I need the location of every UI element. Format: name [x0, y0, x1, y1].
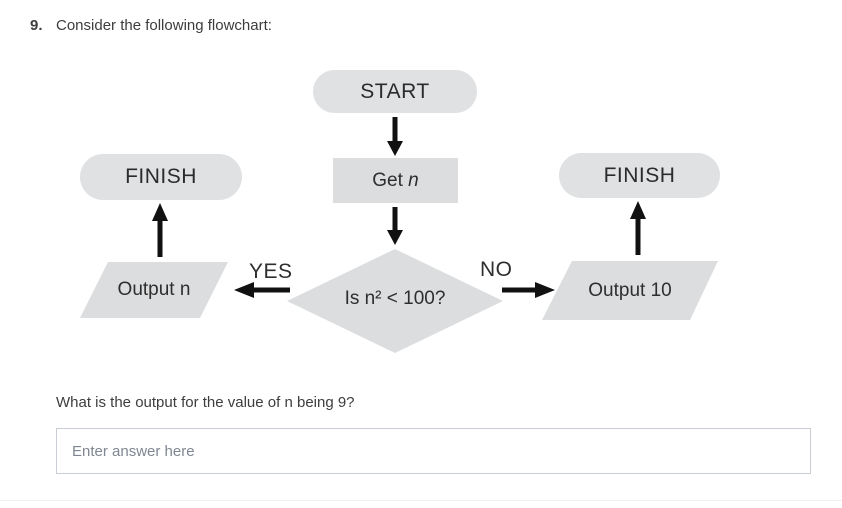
output-10-label: Output 10	[588, 279, 672, 301]
arrowhead-output10-to-finish	[630, 201, 646, 219]
output-n-parallelogram-shape	[80, 262, 228, 318]
output-10-parallelogram-shape	[542, 261, 718, 320]
arrowhead-start-to-get	[387, 141, 403, 156]
bottom-divider	[0, 500, 842, 501]
start-label: START	[360, 79, 430, 103]
decision-diamond-shape	[287, 249, 503, 353]
arrowhead-no-branch	[535, 282, 555, 298]
get-n-process-box: Get n	[333, 158, 458, 203]
arrowhead-get-to-decision	[387, 230, 403, 245]
finish-right-terminator: FINISH	[559, 153, 720, 198]
finish-left-label: FINISH	[125, 165, 197, 188]
output-n-label: Output n	[117, 279, 191, 300]
get-n-label: Get n	[372, 169, 419, 191]
start-terminator: START	[313, 70, 477, 113]
yes-branch-label: YES	[249, 260, 293, 283]
answer-input[interactable]	[56, 428, 811, 474]
no-branch-label: NO	[480, 258, 513, 281]
answer-question-text: What is the output for the value of n be…	[56, 394, 355, 411]
decision-label: Is n² < 100?	[344, 288, 446, 309]
finish-left-terminator: FINISH	[80, 154, 242, 200]
arrowhead-yes-branch	[234, 282, 254, 298]
arrowhead-outputn-to-finish	[152, 203, 168, 221]
question-prompt: Consider the following flowchart:	[56, 17, 272, 34]
question-number: 9.	[30, 17, 43, 34]
variable-n: n	[408, 169, 419, 191]
finish-right-label: FINISH	[603, 163, 676, 187]
